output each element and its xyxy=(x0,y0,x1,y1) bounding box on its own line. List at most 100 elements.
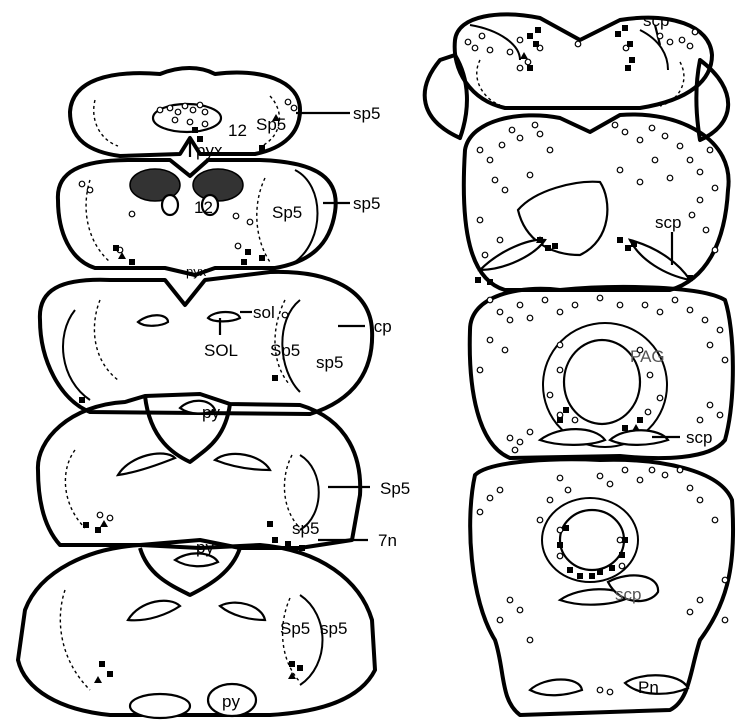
open-circle-marker xyxy=(233,213,239,219)
label-Pn: Pn xyxy=(638,678,659,697)
filled-square-marker xyxy=(615,31,621,37)
open-circle-marker xyxy=(557,527,563,533)
open-circle-marker xyxy=(697,597,703,603)
filled-square-marker xyxy=(267,521,273,527)
filled-square-marker xyxy=(129,259,135,265)
open-circle-marker xyxy=(667,39,673,45)
label-scp: scp xyxy=(643,11,669,30)
label-Sp5: Sp5 xyxy=(270,341,300,360)
open-circle-marker xyxy=(532,122,538,128)
open-circle-marker xyxy=(479,33,485,39)
open-circle-marker xyxy=(692,29,698,35)
label-7n: 7n xyxy=(378,531,397,550)
open-circle-marker xyxy=(707,147,713,153)
open-circle-marker xyxy=(689,212,695,218)
filled-square-marker xyxy=(589,573,595,579)
label-sp5: sp5 xyxy=(353,104,380,123)
filled-square-marker xyxy=(609,565,615,571)
open-circle-marker xyxy=(617,537,623,543)
open-circle-marker xyxy=(697,197,703,203)
section-right-2: scp xyxy=(464,114,729,290)
section-left-3: sol SOL icp Sp5 sp5 xyxy=(40,272,392,414)
open-circle-marker xyxy=(477,147,483,153)
open-circle-marker xyxy=(487,495,493,501)
open-circle-marker xyxy=(472,45,478,51)
open-circle-marker xyxy=(202,121,208,127)
open-circle-marker xyxy=(87,187,93,193)
filled-square-marker xyxy=(487,279,493,285)
open-circle-marker xyxy=(697,417,703,423)
open-circle-marker xyxy=(492,177,498,183)
open-circle-marker xyxy=(712,517,718,523)
filled-square-marker xyxy=(475,277,481,283)
open-circle-marker xyxy=(157,107,163,113)
open-circle-marker xyxy=(597,687,603,693)
open-circle-marker xyxy=(657,309,663,315)
filled-square-marker xyxy=(289,661,295,667)
open-circle-marker xyxy=(499,142,505,148)
label-scp: scp xyxy=(686,428,712,447)
open-circle-marker xyxy=(537,517,543,523)
open-circle-marker xyxy=(487,297,493,303)
filled-square-marker xyxy=(597,569,603,575)
section-right-3: scp PAG xyxy=(470,287,733,458)
section-right-1: scp xyxy=(425,11,728,140)
open-circle-marker xyxy=(617,167,623,173)
open-circle-marker xyxy=(572,302,578,308)
open-circle-marker xyxy=(687,485,693,491)
open-circle-marker xyxy=(657,395,663,401)
open-circle-marker xyxy=(235,243,241,249)
filled-square-marker xyxy=(527,33,533,39)
filled-square-marker xyxy=(552,243,558,249)
filled-triangle-marker xyxy=(100,520,108,527)
open-circle-marker xyxy=(703,227,709,233)
open-circle-marker xyxy=(247,219,253,225)
section-left-1: sp5 12 Sp5 pyx xyxy=(70,68,380,160)
section-left-5: py Sp5 sp5 py xyxy=(18,538,375,718)
open-circle-marker xyxy=(487,47,493,53)
open-circle-marker xyxy=(527,315,533,321)
label-sp5: sp5 xyxy=(353,194,380,213)
label-PAG: PAG xyxy=(630,347,665,366)
open-circle-marker xyxy=(182,103,188,109)
label-sp5: sp5 xyxy=(316,353,343,372)
filled-square-marker xyxy=(83,522,89,528)
open-circle-marker xyxy=(507,49,513,55)
open-circle-marker xyxy=(722,357,728,363)
label-Sp5: Sp5 xyxy=(272,203,302,222)
open-circle-marker xyxy=(565,487,571,493)
open-circle-marker xyxy=(557,412,563,418)
open-circle-marker xyxy=(717,412,723,418)
open-circle-marker xyxy=(575,41,581,47)
filled-square-marker xyxy=(245,249,251,255)
label-sol: sol xyxy=(253,303,275,322)
section-right-4: scp Pn xyxy=(470,459,733,715)
filled-square-marker xyxy=(563,407,569,413)
open-circle-marker xyxy=(497,617,503,623)
open-circle-marker xyxy=(497,309,503,315)
filled-square-marker xyxy=(527,65,533,71)
open-circle-marker xyxy=(652,157,658,163)
open-circle-marker xyxy=(202,109,208,115)
open-circle-marker xyxy=(527,637,533,643)
open-circle-marker xyxy=(517,37,523,43)
open-circle-marker xyxy=(517,135,523,141)
open-circle-marker xyxy=(662,472,668,478)
open-circle-marker xyxy=(107,515,113,521)
label-py: py xyxy=(222,692,240,711)
filled-square-marker xyxy=(577,573,583,579)
label-SOL: SOL xyxy=(204,341,238,360)
open-circle-marker xyxy=(282,312,288,318)
label-sp5: sp5 xyxy=(292,519,319,538)
open-circle-marker xyxy=(662,133,668,139)
open-circle-marker xyxy=(537,131,543,137)
open-circle-marker xyxy=(497,237,503,243)
filled-square-marker xyxy=(557,417,563,423)
open-circle-marker xyxy=(542,297,548,303)
open-circle-marker xyxy=(517,65,523,71)
open-circle-marker xyxy=(482,252,488,258)
filled-square-marker xyxy=(99,661,105,667)
open-circle-marker xyxy=(172,117,178,123)
filled-square-marker xyxy=(241,259,247,265)
label-Sp5: Sp5 xyxy=(256,115,286,134)
